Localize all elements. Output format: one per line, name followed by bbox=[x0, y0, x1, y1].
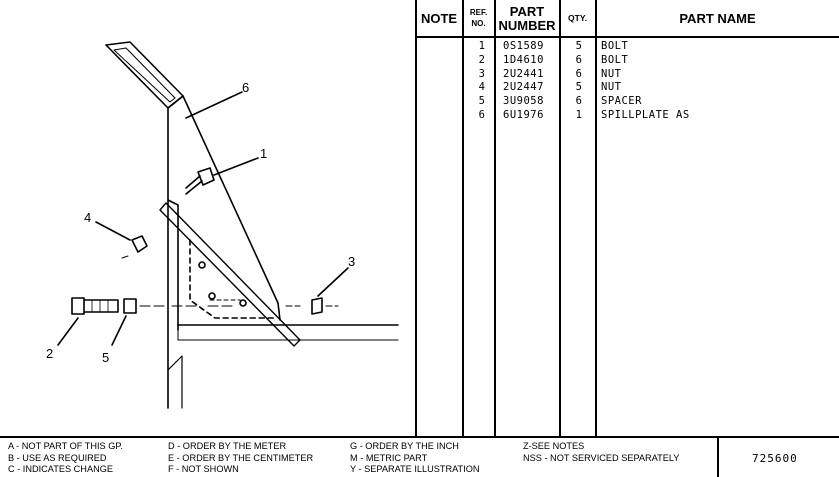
table-row-qty: 5 bbox=[575, 40, 583, 52]
callout-6: 6 bbox=[242, 80, 249, 95]
table-row-ref: 1 bbox=[478, 40, 486, 52]
footer-divider bbox=[0, 436, 839, 438]
legend-item: NSS - NOT SERVICED SEPARATELY bbox=[523, 452, 680, 463]
support-bar bbox=[159, 202, 301, 347]
legend-col-1: A - NOT PART OF THIS GP. B - USE AS REQU… bbox=[8, 441, 123, 476]
callout-2: 2 bbox=[46, 346, 53, 361]
header-part-number: PART NUMBER bbox=[498, 3, 556, 33]
table-row-qty: 6 bbox=[575, 53, 583, 66]
table-left-border bbox=[415, 0, 417, 436]
table-row-name: BOLT bbox=[601, 53, 629, 66]
part-name-column: BOLT BOLT NUT NUT SPACER SPILLPLATE AS bbox=[601, 40, 690, 123]
legend-item: E - ORDER BY THE CENTIMETER bbox=[168, 452, 314, 463]
callout-1: 1 bbox=[260, 146, 267, 161]
spillplate-body bbox=[167, 95, 281, 321]
table-row-name: SPILLPLATE AS bbox=[601, 108, 690, 121]
col-divider-ref bbox=[494, 0, 496, 436]
table-row-ref: 6 bbox=[478, 108, 486, 121]
col-divider-qty bbox=[595, 0, 597, 436]
legend-item: M - METRIC PART bbox=[350, 452, 428, 463]
table-row-qty: 5 bbox=[575, 81, 583, 94]
callout-3: 3 bbox=[348, 254, 355, 269]
header-ref-no: REF. NO. bbox=[469, 7, 488, 28]
callout-4: 4 bbox=[84, 210, 91, 225]
ref-column: 1 2 3 4 5 6 bbox=[476, 40, 488, 123]
table-row-part: 0S1589 bbox=[503, 40, 544, 52]
legend-item: A - NOT PART OF THIS GP. bbox=[8, 441, 123, 451]
table-row-part: 1D4610 bbox=[503, 53, 544, 66]
table-row-part: 3U9058 bbox=[503, 95, 544, 108]
legend-col-2: D - ORDER BY THE METER E - ORDER BY THE … bbox=[168, 441, 313, 476]
legend-item: G - ORDER BY THE INCH bbox=[350, 441, 459, 451]
table-row-part: 6U1976 bbox=[503, 108, 544, 121]
col-divider-part bbox=[559, 0, 561, 436]
header-part-name: PART NAME bbox=[679, 10, 756, 26]
catalog-number: 725600 bbox=[752, 452, 798, 465]
header-note: NOTE bbox=[420, 10, 458, 26]
table-row-ref: 3 bbox=[478, 67, 486, 80]
table-row-name: SPACER bbox=[601, 95, 642, 108]
bolt-2-icon bbox=[71, 297, 119, 315]
qty-column: 5 6 6 5 6 1 bbox=[573, 40, 585, 123]
table-row-part: 2U2447 bbox=[503, 81, 544, 94]
header-qty: QTY. bbox=[568, 12, 587, 23]
spillplate-top bbox=[105, 41, 184, 109]
bolt-1-icon bbox=[185, 167, 215, 195]
legend-item: F - NOT SHOWN bbox=[168, 464, 239, 474]
header-divider bbox=[415, 36, 839, 38]
table-row-qty: 6 bbox=[575, 67, 583, 80]
legend-item: Z-SEE NOTES bbox=[523, 441, 585, 451]
table-row-name: NUT bbox=[601, 67, 622, 80]
legend-item: B - USE AS REQUIRED bbox=[8, 452, 107, 463]
legend-col-4: Z-SEE NOTES NSS - NOT SERVICED SEPARATEL… bbox=[523, 441, 679, 464]
nut-3-icon bbox=[311, 297, 323, 315]
nut-4-icon bbox=[131, 235, 148, 253]
table-row-name: NUT bbox=[601, 81, 622, 94]
table-row-ref: 5 bbox=[478, 95, 486, 108]
table-row-qty: 6 bbox=[575, 95, 583, 108]
table-row-ref: 4 bbox=[478, 81, 486, 94]
table-row-ref: 2 bbox=[478, 53, 486, 66]
legend-item: D - ORDER BY THE METER bbox=[168, 441, 287, 451]
table-row-part: 2U2441 bbox=[503, 67, 544, 80]
table-row-name: BOLT bbox=[601, 40, 629, 52]
legend-col-3: G - ORDER BY THE INCH M - METRIC PART Y … bbox=[350, 441, 480, 476]
callout-5: 5 bbox=[102, 350, 109, 365]
col-divider-note bbox=[462, 0, 464, 436]
table-row-qty: 1 bbox=[575, 108, 583, 121]
footer-catalog-divider bbox=[717, 436, 719, 477]
parts-illustration: 6 1 4 3 2 5 bbox=[46, 41, 399, 409]
legend-item: Y - SEPARATE ILLUSTRATION bbox=[350, 464, 480, 474]
part-number-column: 0S1589 1D4610 2U2441 2U2447 3U9058 6U197… bbox=[503, 40, 544, 123]
spacer-5-icon bbox=[123, 298, 137, 314]
legend-item: C - INDICATES CHANGE bbox=[8, 464, 113, 474]
